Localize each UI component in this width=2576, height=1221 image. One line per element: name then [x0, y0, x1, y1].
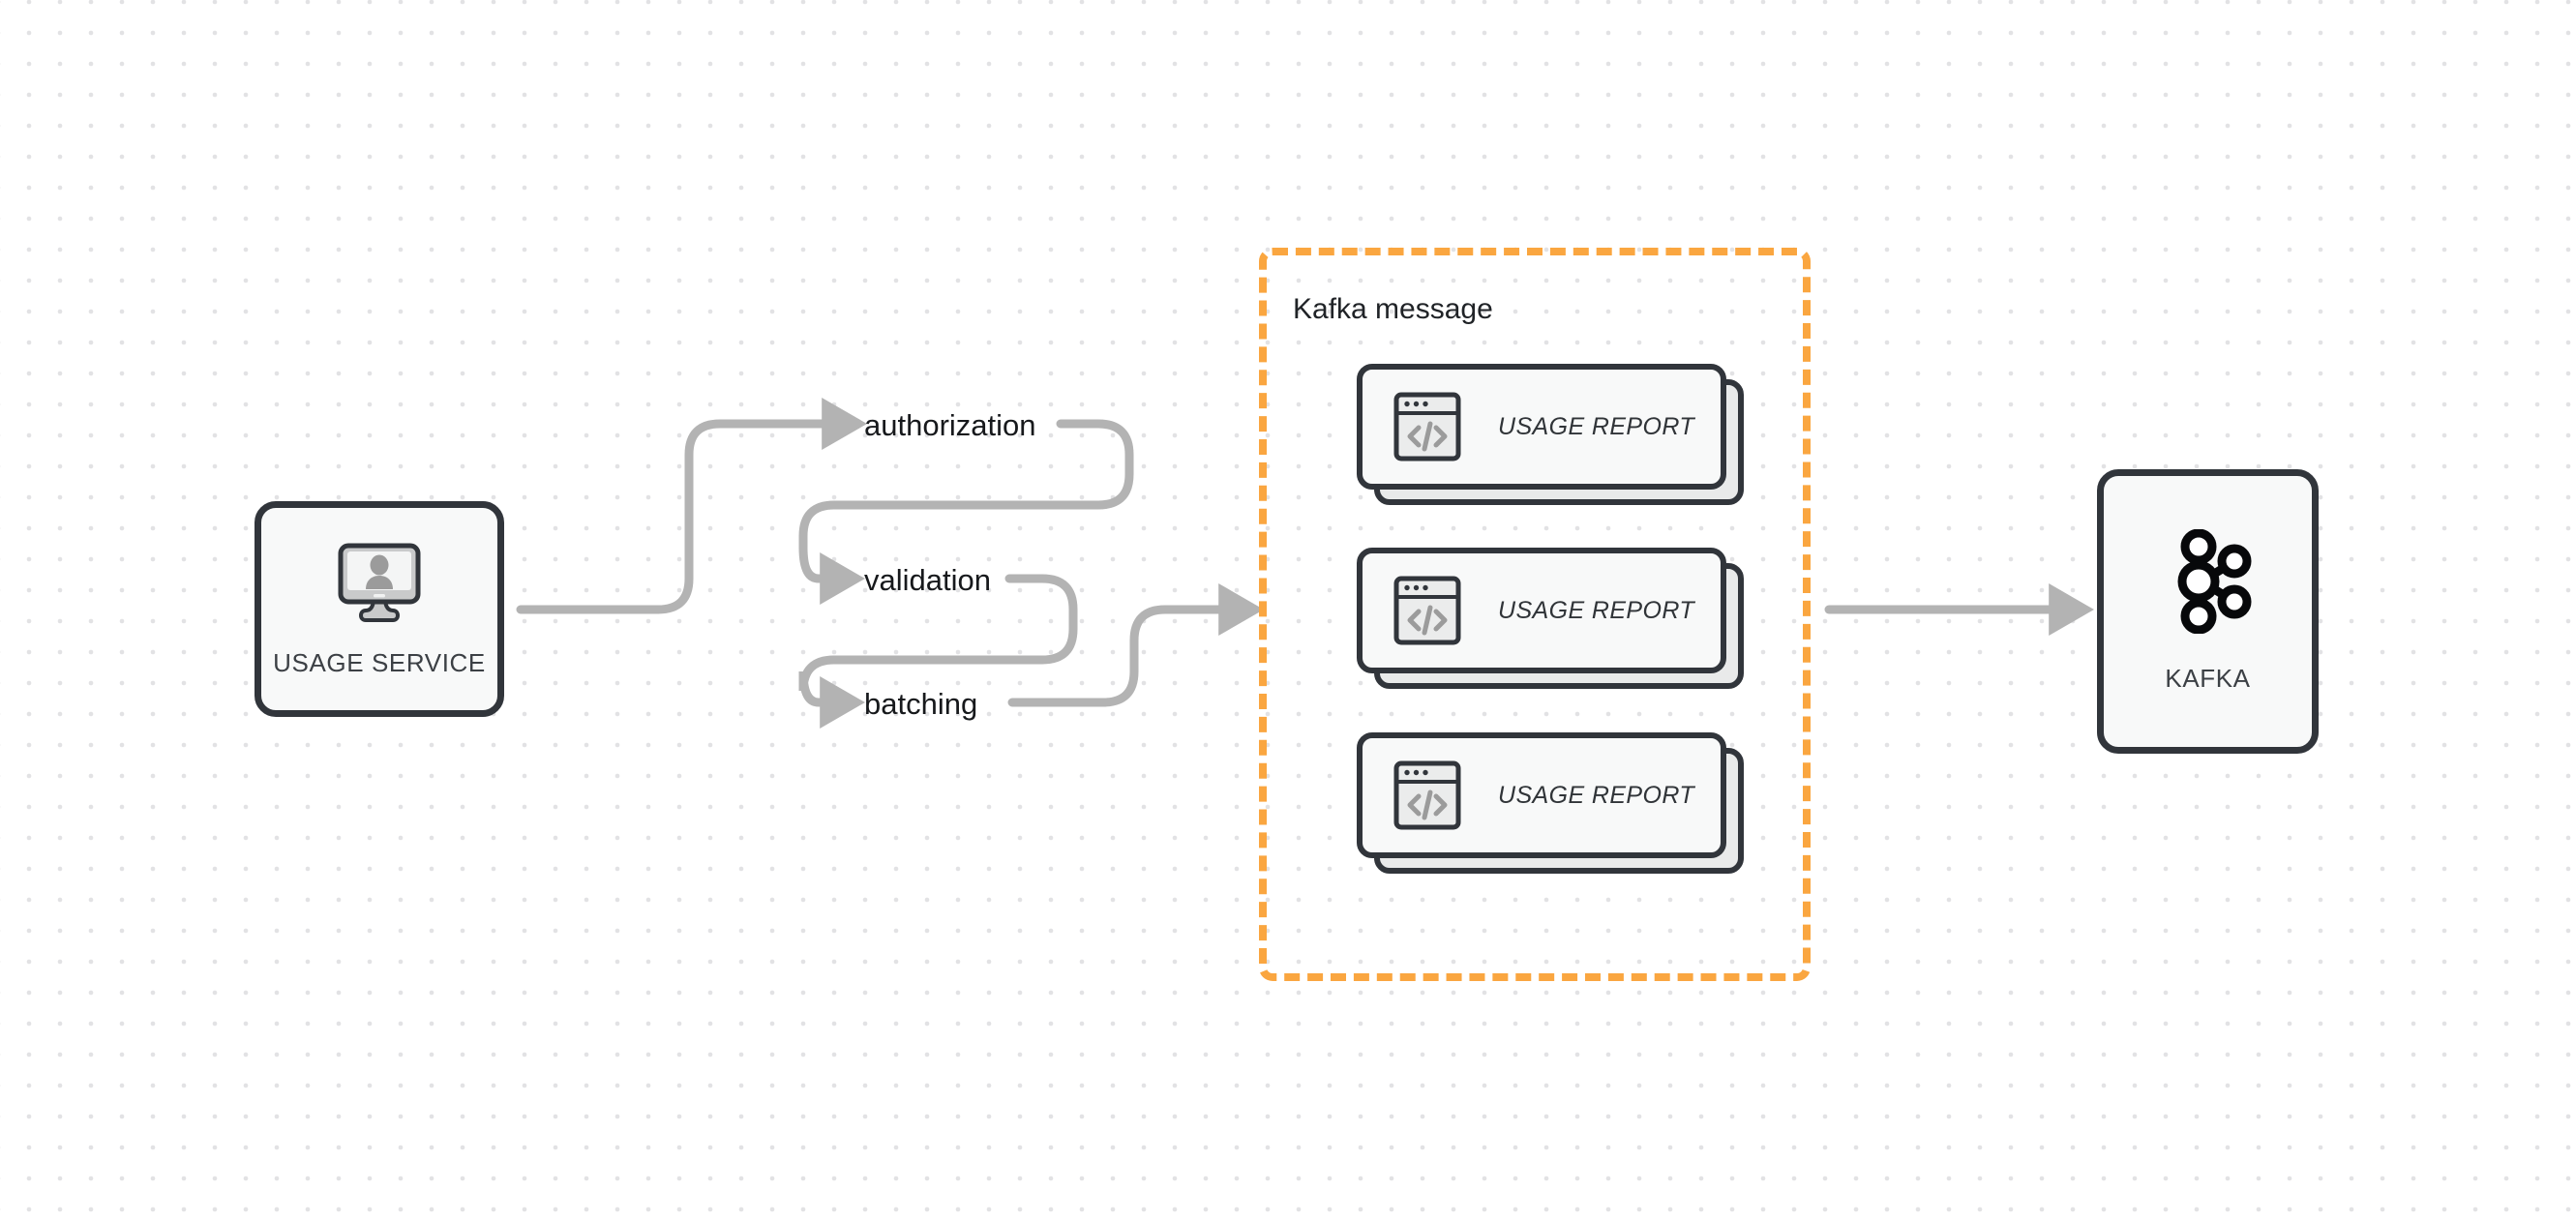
- usage-report-label: USAGE REPORT: [1498, 596, 1694, 624]
- usage-report-label: USAGE REPORT: [1498, 412, 1694, 440]
- step-label-validation: validation: [864, 563, 991, 597]
- node-label-usage-service: USAGE SERVICE: [273, 647, 486, 677]
- usage-report-card-2[interactable]: USAGE REPORT: [1357, 548, 1744, 689]
- step-label-authorization: authorization: [864, 408, 1036, 442]
- card-front[interactable]: USAGE REPORT: [1357, 732, 1726, 858]
- card-front[interactable]: USAGE REPORT: [1357, 548, 1726, 673]
- node-kafka[interactable]: KAFKA: [2097, 469, 2319, 754]
- usage-report-label: USAGE REPORT: [1498, 781, 1694, 809]
- usage-report-card-1[interactable]: USAGE REPORT: [1357, 364, 1744, 505]
- kafka-logo-icon: [2163, 528, 2254, 639]
- group-kafka-message: [1259, 248, 1811, 981]
- usage-report-card-3[interactable]: USAGE REPORT: [1357, 732, 1744, 874]
- code-window-icon: [1393, 760, 1461, 830]
- code-window-icon: [1393, 576, 1461, 645]
- group-title-kafka-message: Kafka message: [1293, 293, 1493, 325]
- node-usage-service[interactable]: USAGE SERVICE: [255, 501, 504, 717]
- connector-usage-service-to-authorization: [516, 397, 867, 614]
- code-window-icon: [1393, 392, 1461, 462]
- step-label-batching: batching: [864, 687, 978, 721]
- monitor-user-icon: [334, 541, 425, 631]
- card-front[interactable]: USAGE REPORT: [1357, 364, 1726, 490]
- node-label-kafka: KAFKA: [2165, 664, 2251, 693]
- connector-authorization-to-validation: [798, 419, 1134, 605]
- connector-batching-to-kafka-message: [1007, 582, 1264, 707]
